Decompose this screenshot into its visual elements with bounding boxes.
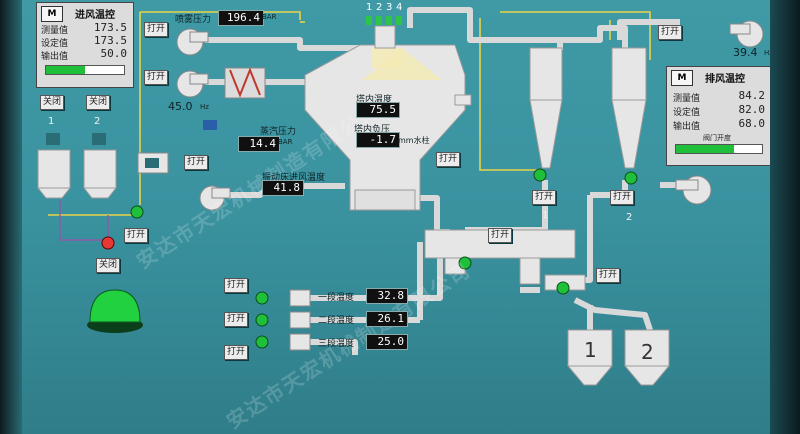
alarm-lamp-red	[101, 236, 115, 250]
exhaust-row-label: 设定值	[673, 108, 701, 118]
inlet-fan-unit: Hz	[200, 103, 209, 111]
spray-pressure-unit: BAR	[262, 13, 277, 21]
nozzle-number: 2	[376, 2, 383, 13]
stage-temp-value: 25.0	[366, 334, 408, 350]
exhaust-fan-freq: 39.4	[733, 46, 758, 59]
open-button-stage3[interactable]: 打开	[224, 345, 249, 360]
cyclone-number: 2	[626, 212, 633, 223]
tanks	[36, 149, 118, 199]
valve-opening-label: 阀门开度	[703, 134, 731, 142]
silos	[566, 329, 671, 386]
close-button-tank1[interactable]: 关闭	[40, 95, 65, 110]
stage-temp-label: 一段温度	[318, 293, 355, 303]
inlet-output-bar[interactable]	[45, 65, 125, 75]
exhaust-row-value: 68.0	[738, 117, 766, 130]
exhaust-output-bar[interactable]	[675, 144, 763, 154]
fluid-bed-temp-value: 41.8	[262, 180, 304, 196]
fluid-bed-temp-label: 振动床进风温度	[262, 173, 326, 183]
tower-neg-label: 塔内负压	[354, 125, 391, 135]
steam-pressure-value: 14.4	[238, 136, 280, 152]
open-button-exhaust-fan[interactable]: 打开	[658, 25, 683, 40]
open-button-discharge[interactable]: 打开	[596, 268, 621, 283]
inlet-row-label: 输出值	[41, 52, 69, 62]
nozzle-number: 3	[386, 2, 393, 13]
alarm-dome	[87, 289, 143, 333]
status-lamps	[130, 168, 638, 349]
nozzle-number: 1	[366, 2, 373, 13]
tower-temp-label: 塔内温度	[356, 95, 393, 105]
open-button-cyclone2[interactable]: 打开	[610, 190, 635, 205]
nozzle-number: 4	[396, 2, 403, 13]
stage-temp-value: 26.1	[366, 311, 408, 327]
monitor-bezel-right	[770, 0, 800, 434]
monitor-bezel-left	[0, 0, 22, 434]
close-button-return[interactable]: 关闭	[96, 258, 121, 273]
open-button-pump[interactable]: 打开	[124, 228, 149, 243]
inlet-row-label: 测量值	[41, 26, 69, 36]
spray-pressure-value: 196.4	[218, 10, 264, 26]
stage-temp-label: 二段温度	[318, 316, 355, 326]
inlet-temp-panel: M 进风温控 测量值 173.5 设定值 173.5 输出值 50.0	[36, 2, 134, 88]
steam-valve	[203, 120, 217, 130]
heater	[224, 67, 266, 99]
return-line	[59, 200, 109, 241]
tower-temp-value: 75.5	[356, 102, 400, 118]
steam-pressure-label: 蒸汽压力	[260, 127, 297, 137]
tank-number: 2	[94, 116, 101, 127]
open-button-motor[interactable]: 打开	[184, 155, 209, 170]
open-button-stage1[interactable]: 打开	[224, 278, 249, 293]
open-button-fluid-bed[interactable]: 打开	[488, 228, 513, 243]
open-button-fan2[interactable]: 打开	[144, 70, 169, 85]
inlet-panel-title: 进风温控	[75, 10, 115, 21]
nozzle-markers	[366, 16, 402, 25]
exhaust-temp-panel: M 排风温控 测量值 84.2 设定值 82.0 输出值 68.0 阀门开度	[666, 66, 772, 166]
inlet-row-label: 设定值	[41, 39, 69, 49]
open-button-fan1[interactable]: 打开	[144, 22, 169, 37]
exhaust-row-value: 82.0	[738, 103, 766, 116]
silo-number: 2	[641, 340, 654, 364]
open-button-tower[interactable]: 打开	[436, 152, 461, 167]
fans	[176, 20, 764, 211]
tower-neg-value: -1.7	[356, 132, 400, 148]
small-valves	[289, 289, 311, 351]
cyclone-number: 1	[542, 210, 549, 221]
spray-pressure-label: 喷雾压力	[175, 15, 212, 25]
tower-neg-unit: mm水柱	[398, 136, 430, 145]
open-button-stage2[interactable]: 打开	[224, 312, 249, 327]
tank-mixers	[46, 133, 106, 145]
open-button-cyclone1[interactable]: 打开	[532, 190, 557, 205]
exhaust-row-value: 84.2	[738, 89, 766, 102]
spray-tower	[304, 25, 472, 211]
cyclones	[529, 47, 647, 169]
inlet-row-value: 50.0	[100, 47, 128, 60]
inlet-mode-box[interactable]: M	[41, 6, 63, 22]
steam-pressure-unit: BAR	[278, 138, 293, 146]
exhaust-panel-title: 排风温控	[705, 74, 745, 85]
stage-temp-label: 三段温度	[318, 339, 355, 349]
exhaust-fan-unit: Hz	[764, 49, 773, 57]
exhaust-row-label: 输出值	[673, 122, 701, 132]
inlet-fan-freq: 45.0	[168, 100, 193, 113]
exhaust-mode-box[interactable]: M	[671, 70, 693, 86]
tank-number: 1	[48, 116, 55, 127]
stage-temp-value: 32.8	[366, 288, 408, 304]
exhaust-row-label: 测量值	[673, 94, 701, 104]
silo-number: 1	[584, 338, 597, 362]
inlet-row-value: 173.5	[93, 21, 127, 34]
inlet-row-value: 173.5	[93, 34, 127, 47]
close-button-tank2[interactable]: 关闭	[86, 95, 111, 110]
